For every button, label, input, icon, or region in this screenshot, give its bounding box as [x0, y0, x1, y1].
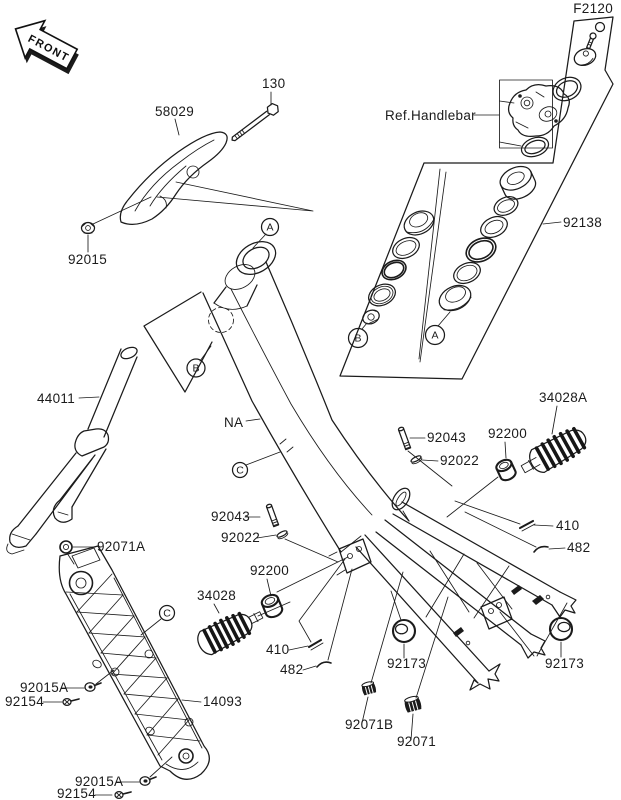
washer-right-icon — [410, 455, 423, 465]
bolt-130-icon — [231, 102, 279, 142]
o-ring-icon — [381, 259, 407, 281]
washer-left-icon — [276, 530, 289, 540]
pin-right-icon — [397, 426, 412, 451]
part-label-ref-handlebar: Ref.Handlebar — [385, 108, 476, 123]
bearing-icon — [480, 215, 508, 239]
damper-left-icon — [391, 618, 417, 644]
stem-washer-icon — [573, 47, 597, 67]
damper-right-icon — [548, 616, 574, 642]
screw-92154-bottom-icon — [114, 790, 132, 800]
callout-letter: A — [431, 330, 438, 342]
bolt-92015a-bottom-icon — [139, 776, 157, 786]
bearing-ring-icon — [493, 196, 519, 216]
frame-main-spar — [143, 261, 411, 553]
washer-410-left-icon — [307, 638, 323, 649]
part-label-92173-left: 92173 — [387, 656, 426, 671]
grommet-92071b-icon — [361, 681, 377, 696]
frame-rear-rails — [328, 501, 577, 691]
part-label-na: NA — [224, 415, 243, 430]
leader-lines — [42, 91, 568, 796]
callout-c-frame: C — [231, 461, 249, 479]
part-label-92071a: 92071A — [97, 539, 145, 554]
figure-code: F2120 — [573, 1, 613, 16]
part-label-58029: 58029 — [155, 104, 194, 119]
part-label-92043-right: 92043 — [427, 430, 466, 445]
part-label-410-right: 410 — [556, 518, 579, 533]
bolt-92015a-top-icon — [84, 682, 102, 692]
ring-icon — [453, 261, 481, 285]
clamp-ring-icon — [552, 76, 582, 102]
part-label-92015a-top: 92015A — [20, 680, 68, 695]
part-labels: 130 58029 Ref.Handlebar 92138 92015 4401… — [5, 76, 602, 800]
part-label-92071: 92071 — [397, 734, 436, 749]
part-label-92200-left: 92200 — [250, 563, 289, 578]
o-ring-icon — [465, 237, 497, 263]
ref-handlebar-group — [473, 76, 582, 158]
ref-handlebar-box — [499, 79, 553, 149]
frame-head-tube — [208, 241, 277, 333]
part-label-92154-bottom: 92154 — [57, 786, 96, 800]
part-label-44011: 44011 — [37, 391, 75, 406]
nut-92015-icon — [80, 221, 96, 235]
bearing-race-icon — [438, 284, 472, 312]
part-label-92200-right: 92200 — [488, 426, 527, 441]
callout-letter: C — [163, 607, 171, 619]
clip-482-right-icon — [533, 545, 549, 553]
seal-icon — [368, 283, 396, 307]
part-label-34028a: 34028A — [539, 390, 587, 405]
engine-guard-icon — [58, 545, 210, 780]
part-label-92071b: 92071B — [345, 717, 393, 732]
callout-a-panel: A — [424, 324, 446, 346]
callout-letter: B — [354, 333, 361, 345]
callout-a-headtube: A — [260, 217, 280, 237]
part-label-92015: 92015 — [68, 252, 107, 267]
collar-right-icon — [495, 458, 517, 482]
part-label-92138: 92138 — [563, 215, 602, 230]
hidden-hole-dashed — [208, 307, 234, 333]
part-label-130: 130 — [262, 76, 285, 91]
part-label-92173-right: 92173 — [545, 656, 584, 671]
front-direction-arrow-icon: FRONT — [14, 19, 79, 75]
front-fork-icon — [6, 346, 138, 555]
footpeg-right-icon — [520, 426, 587, 474]
stem-cap-icon — [499, 165, 537, 200]
callout-b-frame: B — [186, 358, 206, 378]
part-label-482-right: 482 — [567, 540, 590, 555]
steering-kit-panel — [339, 16, 614, 380]
footpeg-left-icon — [197, 611, 264, 656]
callout-letter: C — [236, 464, 244, 476]
part-label-92043-left: 92043 — [211, 509, 250, 524]
callout-b-panel: B — [347, 327, 369, 349]
guard-lattice — [65, 573, 201, 756]
clip-482-left-icon — [316, 661, 332, 668]
clamp-ring-icon — [520, 136, 550, 158]
ring-icon — [392, 236, 420, 260]
callout-letter: B — [192, 363, 199, 375]
part-label-92015a-bottom: 92015A — [75, 774, 123, 789]
washer-410-right-icon — [518, 519, 535, 530]
part-label-14093: 14093 — [203, 694, 242, 709]
part-label-34028: 34028 — [197, 588, 236, 603]
part-label-410-left: 410 — [266, 642, 289, 657]
part-label-92022-right: 92022 — [440, 453, 479, 468]
callout-letter: A — [266, 222, 273, 234]
washer-small-icon — [594, 21, 606, 33]
stem-bolt-icon — [586, 32, 597, 50]
number-plate-cover-icon — [119, 131, 228, 226]
callout-c-guard: C — [158, 604, 176, 622]
bearing-cone-icon — [403, 210, 435, 236]
part-label-92154-top: 92154 — [5, 694, 44, 709]
screw-92154-top-icon — [62, 697, 80, 707]
part-label-92022-left: 92022 — [221, 530, 260, 545]
stem-nut-icon — [362, 309, 380, 325]
grommet-92071-icon — [404, 695, 422, 713]
part-label-482-left: 482 — [280, 662, 303, 677]
grommet-92071a-icon — [59, 540, 73, 554]
pin-left-icon — [265, 503, 280, 528]
